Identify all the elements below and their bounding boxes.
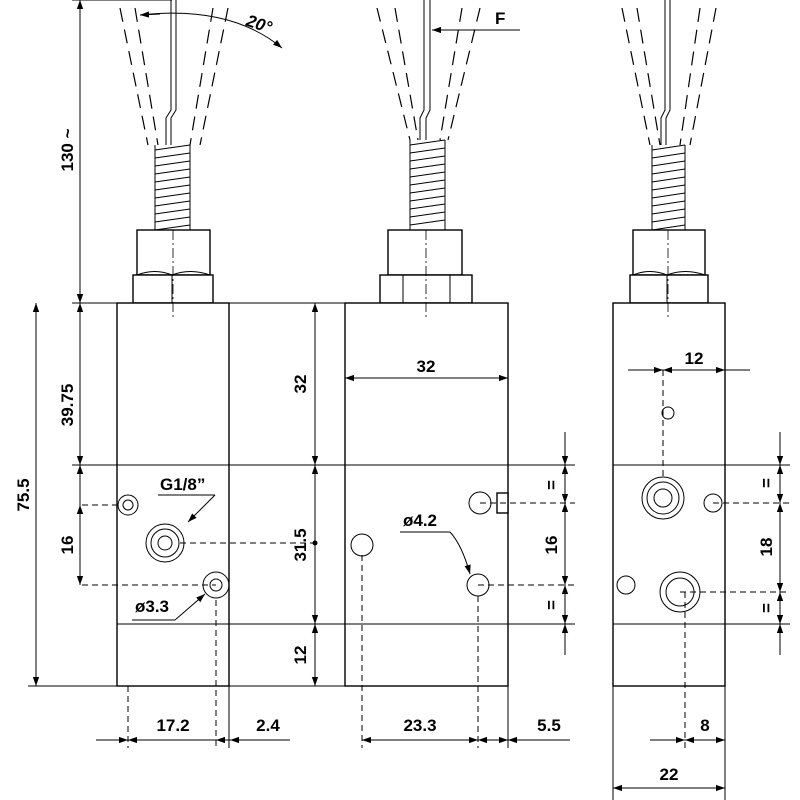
equal-mark-upper-middle: = <box>542 480 561 490</box>
left-view: 130 ~ 39.75 16 75.5 17.2 2.4 G1/8” ø3.3 … <box>14 0 315 748</box>
right-view: 12 18 = = 8 22 <box>612 0 790 800</box>
port-right-left <box>616 575 636 595</box>
body-middle <box>344 302 509 687</box>
width-side-label: 32 <box>417 357 436 376</box>
offset-front-label: 2.4 <box>256 716 280 735</box>
hole-medium-label: ø4.2 <box>403 511 437 530</box>
bottom-block-label: 12 <box>291 646 310 665</box>
force-label: F <box>495 9 505 28</box>
top-block-label: 32 <box>291 375 310 394</box>
angle-label: 20° <box>243 11 274 37</box>
lever-middle <box>376 0 481 141</box>
screw-right <box>661 406 675 420</box>
offset-side-a-label: 23.3 <box>403 716 436 735</box>
spring-middle <box>409 139 446 230</box>
port-spacing-right-label: 18 <box>757 538 776 557</box>
offset-right-small-label: 8 <box>700 716 709 735</box>
width-front-label: 17.2 <box>156 716 189 735</box>
mid-block-label: 31.5 <box>291 528 310 561</box>
lever-left <box>119 0 229 146</box>
port-spacing-side-label: 16 <box>542 536 561 555</box>
offset-side-b-label: 5.5 <box>537 716 561 735</box>
nut-left <box>132 229 214 304</box>
equal-mark-lower-middle: = <box>542 600 561 610</box>
total-height-label: 75.5 <box>14 478 33 511</box>
body-right <box>612 302 726 687</box>
spring-right <box>651 144 686 231</box>
hole-small-label: ø3.3 <box>135 597 169 616</box>
equal-mark-lower-right: = <box>757 603 776 613</box>
middle-view: F 32 32 31.5 12 ø4.2 16 = = 23.3 5.5 <box>229 0 575 748</box>
port-right-side <box>703 493 723 513</box>
lever-length-label: 130 ~ <box>58 128 77 171</box>
nut-right <box>629 229 709 304</box>
port-spacing-label: 16 <box>58 536 77 555</box>
spring-left <box>154 144 191 231</box>
thread-label: G1/8” <box>160 475 205 494</box>
lever-right <box>621 0 717 146</box>
offset-right-label: 12 <box>685 349 704 368</box>
port-small-left-upper <box>117 494 139 516</box>
width-right-label: 22 <box>660 765 679 784</box>
port-thread-right <box>641 476 685 520</box>
equal-mark-upper-right: = <box>757 478 776 488</box>
upper-height-label: 39.75 <box>58 384 77 427</box>
